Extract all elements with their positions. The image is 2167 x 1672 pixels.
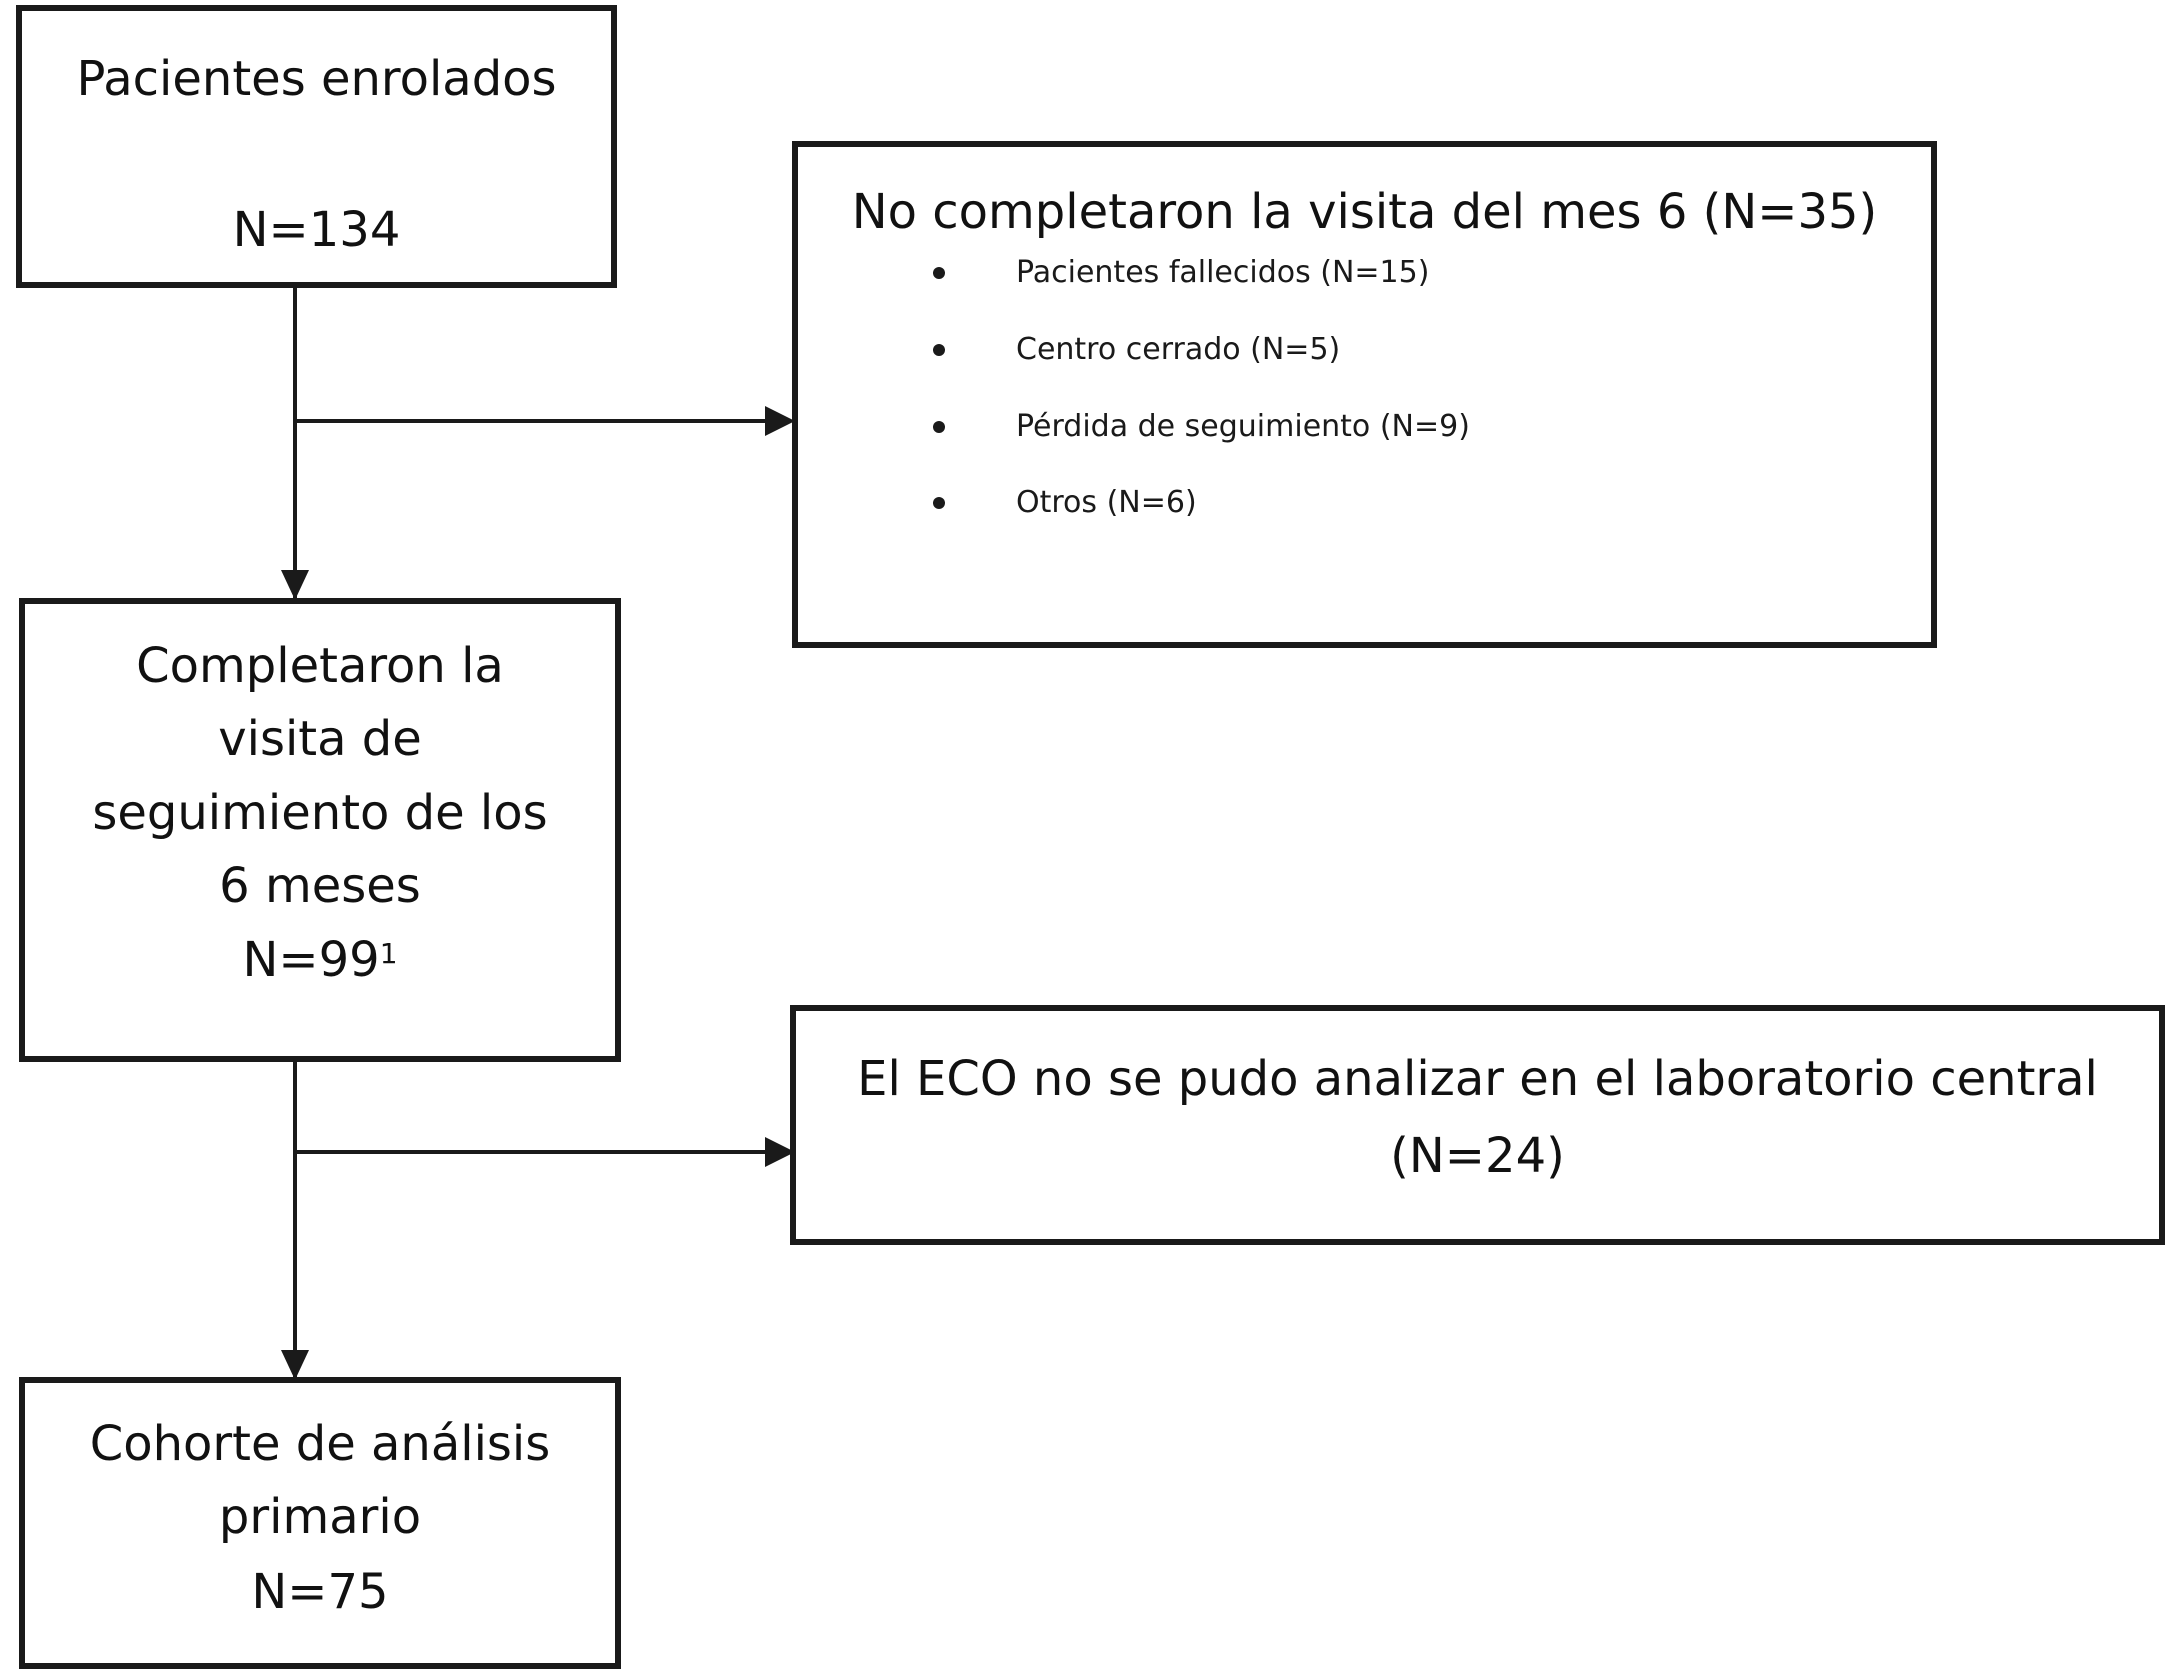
cohort-line-2: primario	[218, 1489, 422, 1545]
reason-label: Pérdida de seguimiento (N=9)	[1016, 409, 1470, 444]
completed-line-4: 6 meses	[219, 858, 421, 914]
reason-label: Centro cerrado (N=5)	[1016, 332, 1341, 367]
reason-label: Otros (N=6)	[1016, 485, 1197, 520]
enrolled-title: Pacientes enrolados	[76, 51, 557, 107]
echo-excluded-line-1: El ECO no se pudo analizar en el laborat…	[857, 1051, 2098, 1107]
bullet-icon	[933, 267, 945, 279]
bullet-icon	[933, 497, 945, 509]
completed-line-1: Completaron la	[136, 638, 504, 694]
echo-excluded-box: El ECO no se pudo analizar en el laborat…	[790, 1005, 2165, 1245]
bullet-icon	[933, 421, 945, 433]
excluded-6m-title: No completaron la visita del mes 6 (N=35…	[851, 184, 1878, 240]
bullet-icon	[933, 344, 945, 356]
completed-count: N=991	[25, 924, 615, 996]
completed-count-value: N=99	[242, 932, 380, 988]
footnote-marker: 1	[379, 937, 398, 970]
arrowhead-completed	[281, 570, 309, 600]
enrolled-box: Pacientes enrolados N=134	[16, 5, 617, 288]
arrowhead-cohort	[281, 1350, 309, 1380]
arrowhead-excluded	[765, 406, 795, 436]
enrolled-count: N=134	[232, 202, 401, 258]
cohort-count: N=75	[251, 1564, 389, 1620]
completed-6m-box: Completaron la visita de seguimiento de …	[19, 598, 621, 1062]
echo-excluded-count: (N=24)	[1390, 1128, 1565, 1184]
cohort-line-1: Cohorte de análisis	[89, 1416, 551, 1472]
primary-cohort-box: Cohorte de análisis primario N=75	[19, 1377, 621, 1669]
completed-line-2: visita de	[218, 711, 422, 767]
exclusion-reasons-list: Pacientes fallecidos (N=15) Centro cerra…	[798, 147, 1931, 642]
completed-line-3: seguimiento de los	[92, 785, 548, 841]
excluded-6m-box: No completaron la visita del mes 6 (N=35…	[792, 141, 1937, 648]
reason-label: Pacientes fallecidos (N=15)	[1016, 255, 1430, 290]
arrowhead-echo	[765, 1137, 795, 1167]
